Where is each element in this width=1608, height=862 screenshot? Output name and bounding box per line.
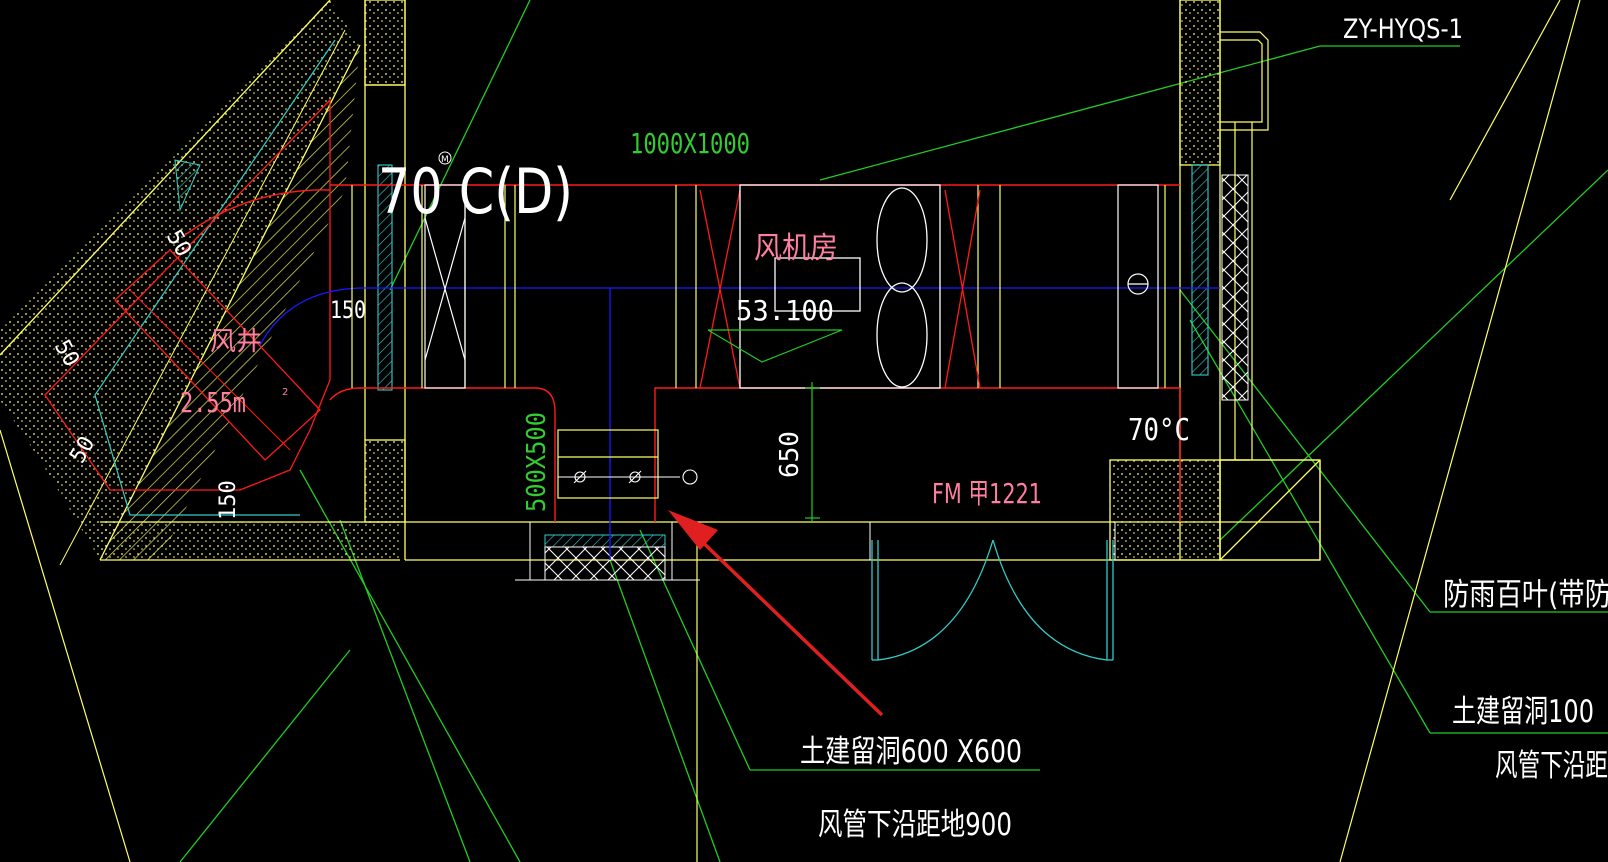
damper-mark: M [441,155,449,165]
tag-top-right: ZY-HYQS-1 [1343,14,1463,45]
damper-70-label: 70°C [1128,413,1190,448]
dim-150-low: 150 [216,480,241,520]
damper-mark-circle [438,151,452,165]
branch-dampers [558,469,698,485]
flex-connectors [699,189,981,389]
door [871,539,1114,661]
air-shaft [0,0,400,566]
fan-level-label: 53.100 [736,294,834,327]
fire-damper-right [1117,184,1159,389]
louver-note: 防雨百叶(带防 [1443,577,1608,613]
fan-unit [739,184,941,389]
opening-main: 土建留洞600 X600 [800,734,1022,770]
duct-bottom-main: 风管下沿距地900 [818,807,1012,843]
duct-size-vertical: 500X500 [522,412,552,512]
duct-size-top: 1000X1000 [630,127,750,160]
dim-150-mid: 150 [330,296,366,324]
pointer-arrow [668,510,884,717]
fan-room-label: 风机房 [754,231,838,266]
shaft-area-sup: 2 [282,387,288,398]
duct-equipment [351,185,1166,499]
duct-centerline [259,287,1220,560]
damper-rating-big: 70 C(D) [378,155,573,228]
duct-main [184,184,1181,522]
duct-bottom-right: 风管下沿距 [1495,748,1608,784]
fire-door-label: FM 甲1221 [932,477,1042,510]
rain-louver [1221,174,1249,401]
leader-lines [179,0,1608,862]
fire-damper-left [424,184,466,389]
shaft-area: 2.55m [180,386,246,419]
dim-650-label: 650 [775,431,805,478]
opening-right: 土建留洞100 [1452,694,1594,730]
floor-opening [515,522,700,581]
shaft-label: 风井 [210,327,262,357]
dimension-650 [805,382,820,522]
level-marker [707,329,843,363]
room-walls [364,0,1321,561]
insulation-strips [377,164,1209,548]
